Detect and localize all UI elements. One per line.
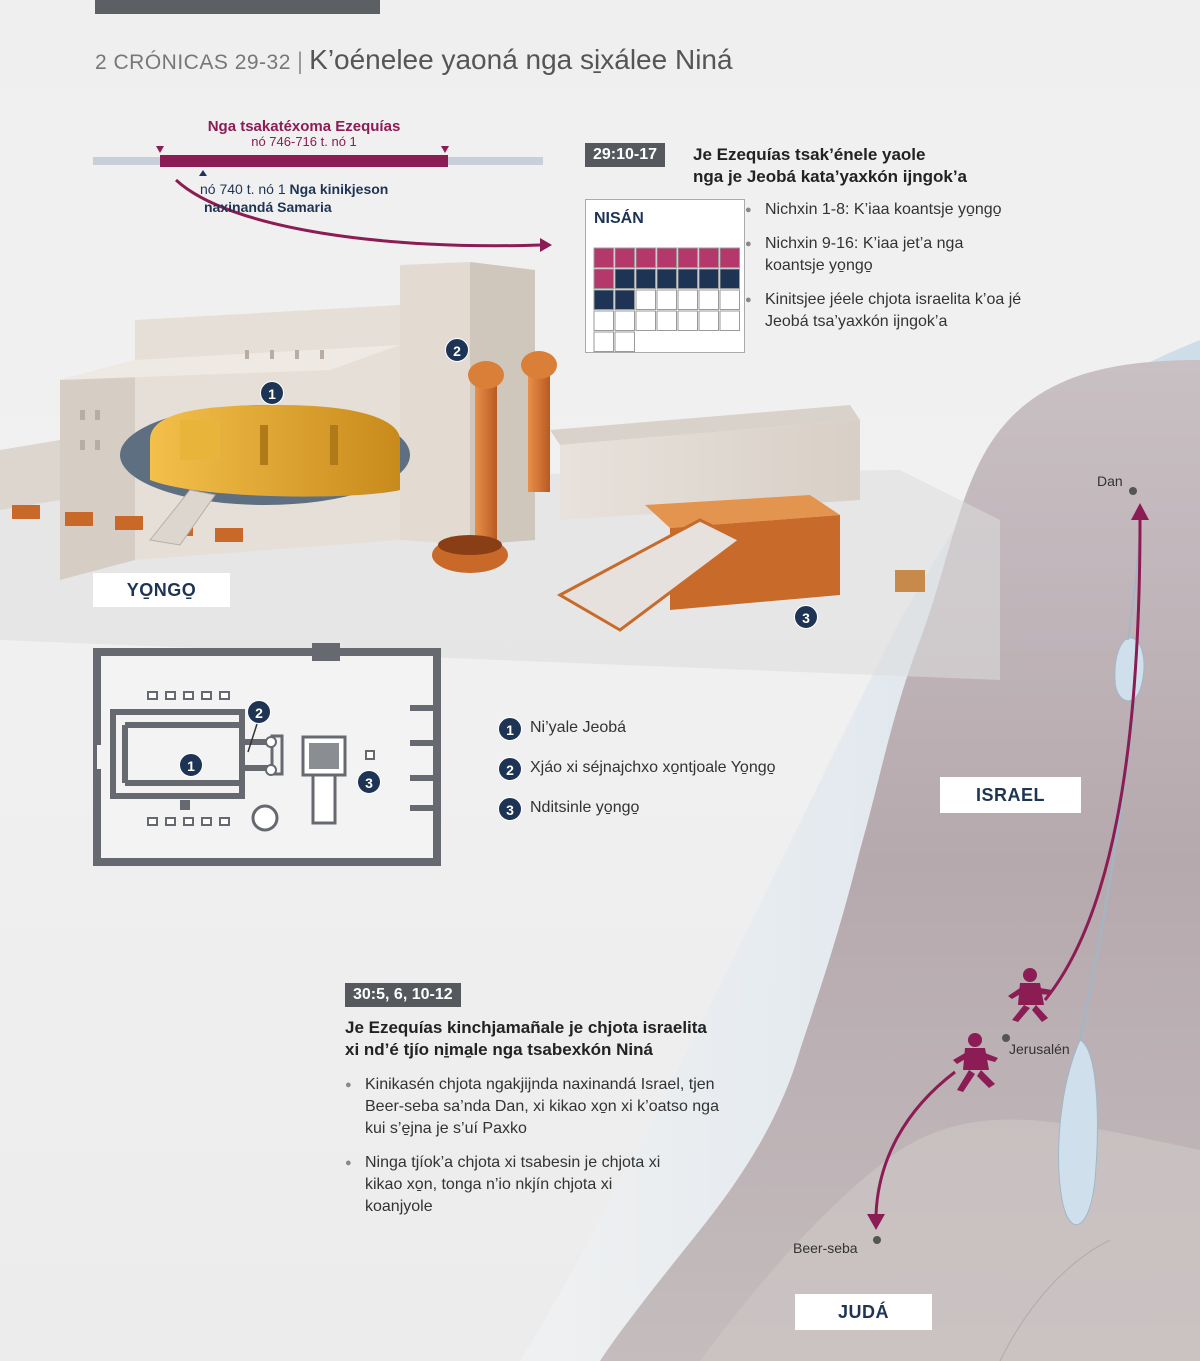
section1-heading: Je Ezequías tsak’énele yaole nga je Jeob… [693, 144, 967, 188]
section2-heading-line1: Je Ezequías kinchjamañale je chjota isra… [345, 1018, 707, 1037]
calendar-day [656, 310, 677, 331]
calendar-day [593, 268, 614, 289]
calendar-day [593, 289, 614, 310]
calendar: NISÁN [585, 199, 745, 353]
calendar-day [719, 310, 740, 331]
section1-reference: 29:10-17 [585, 143, 666, 167]
calendar-day [656, 247, 677, 268]
calendar-day [698, 310, 719, 331]
legend-number: 3 [498, 797, 522, 821]
calendar-day [593, 331, 614, 352]
plan-marker-3: 3 [357, 770, 381, 794]
runner-icon [953, 1033, 998, 1092]
timeline-event-line1: Nga kinikjeson [289, 181, 389, 197]
plan-marker-1: 1 [179, 753, 203, 777]
bullet-item: Nichxin 1-8: K’iaa koantsje yo̱ngo̱ [745, 199, 1075, 221]
calendar-day [677, 268, 698, 289]
calendar-day [614, 310, 635, 331]
page-title: 2 CRÓNICAS 29-32|K’oénelee yaoná nga si̱… [95, 44, 733, 76]
timeline-event: nó 740 t. nó 1 Nga kinikjeson naxinandá … [200, 180, 388, 216]
section2-heading: Je Ezequías kinchjamañale je chjota isra… [345, 1017, 707, 1061]
temple-label: YO̱NGO̱ [93, 573, 230, 607]
legend-text: Xjáo xi séjnajchxo xo̱ntjoale Yo̱ngo̱ [530, 759, 776, 776]
runner-icon [1008, 968, 1052, 1022]
timeline-subtitle: nó 746-716 t. nó 1 [251, 134, 357, 149]
region-israel: ISRAEL [940, 777, 1081, 813]
calendar-day [698, 289, 719, 310]
floor-plan [93, 643, 441, 866]
marker-2: 2 [445, 338, 469, 362]
calendar-day [635, 247, 656, 268]
calendar-day [614, 268, 635, 289]
city-dan: Dan [1097, 473, 1123, 489]
region-juda: JUDÁ [795, 1294, 932, 1330]
calendar-day [719, 289, 740, 310]
top-bar [95, 0, 380, 14]
bullet-item: Ninga tjíok’a chjota xi tsabesin je chjo… [345, 1152, 665, 1218]
scripture-reference: 2 CRÓNICAS 29-32 [95, 51, 291, 74]
plan-marker-2: 2 [247, 700, 271, 724]
calendar-day [635, 310, 656, 331]
marker-3: 3 [794, 605, 818, 629]
calendar-grid [593, 247, 740, 352]
calendar-day [593, 310, 614, 331]
calendar-day [656, 289, 677, 310]
calendar-day [677, 310, 698, 331]
calendar-day [698, 247, 719, 268]
calendar-day [719, 247, 740, 268]
marker-1: 1 [260, 381, 284, 405]
calendar-day [635, 268, 656, 289]
calendar-day [656, 268, 677, 289]
calendar-day [593, 247, 614, 268]
section2-reference: 30:5, 6, 10-12 [345, 983, 461, 1007]
legend-text: Nditsinle yo̱ngo̱ [530, 799, 640, 816]
section2-bullets: Kinikasén chjota ngakjijnda naxinandá Is… [345, 1074, 735, 1230]
calendar-day [698, 268, 719, 289]
calendar-day [635, 289, 656, 310]
calendar-day [614, 247, 635, 268]
bullet-item: Nichxin 9-16: K’iaa jet’a nga koantsje y… [745, 233, 1025, 277]
calendar-day [719, 268, 740, 289]
legend-text: Ni’yale Jeobá [530, 719, 627, 736]
calendar-day [677, 289, 698, 310]
timeline-event-line2: naxinandá Samaria [204, 199, 332, 215]
title-text: K’oénelee yaoná nga si̱xálee Niná [309, 44, 733, 75]
legend-number: 1 [498, 717, 522, 741]
city-jerusalem: Jerusalén [1009, 1041, 1070, 1057]
timeline-title: Nga tsakatéxoma Ezequías [207, 118, 401, 135]
bullet-item: Kinikasén chjota ngakjijnda naxinandá Is… [345, 1074, 735, 1140]
section2-heading-line2: xi nd’é tjío ni̱ma̱le nga tsabexkón Niná [345, 1040, 653, 1059]
calendar-title: NISÁN [594, 210, 644, 227]
calendar-day [677, 247, 698, 268]
section1-heading-line2: nga je Jeobá kata’yaxkón ijngok’a [693, 167, 967, 186]
section1-heading-line1: Je Ezequías tsak’énele yaole [693, 145, 926, 164]
timeline-event-date: nó 740 t. nó 1 [200, 181, 286, 197]
bullet-item: Kinitsjee jéele chjota israelita k’oa jé… [745, 289, 1065, 333]
calendar-day [614, 331, 635, 352]
calendar-day [614, 289, 635, 310]
title-separator: | [296, 48, 304, 75]
city-beersheba: Beer-seba [793, 1240, 858, 1256]
temple-illustration [0, 262, 1000, 680]
section1-bullets: Nichxin 1-8: K’iaa koantsje yo̱ngo̱ Nich… [745, 199, 1075, 345]
legend-number: 2 [498, 757, 522, 781]
